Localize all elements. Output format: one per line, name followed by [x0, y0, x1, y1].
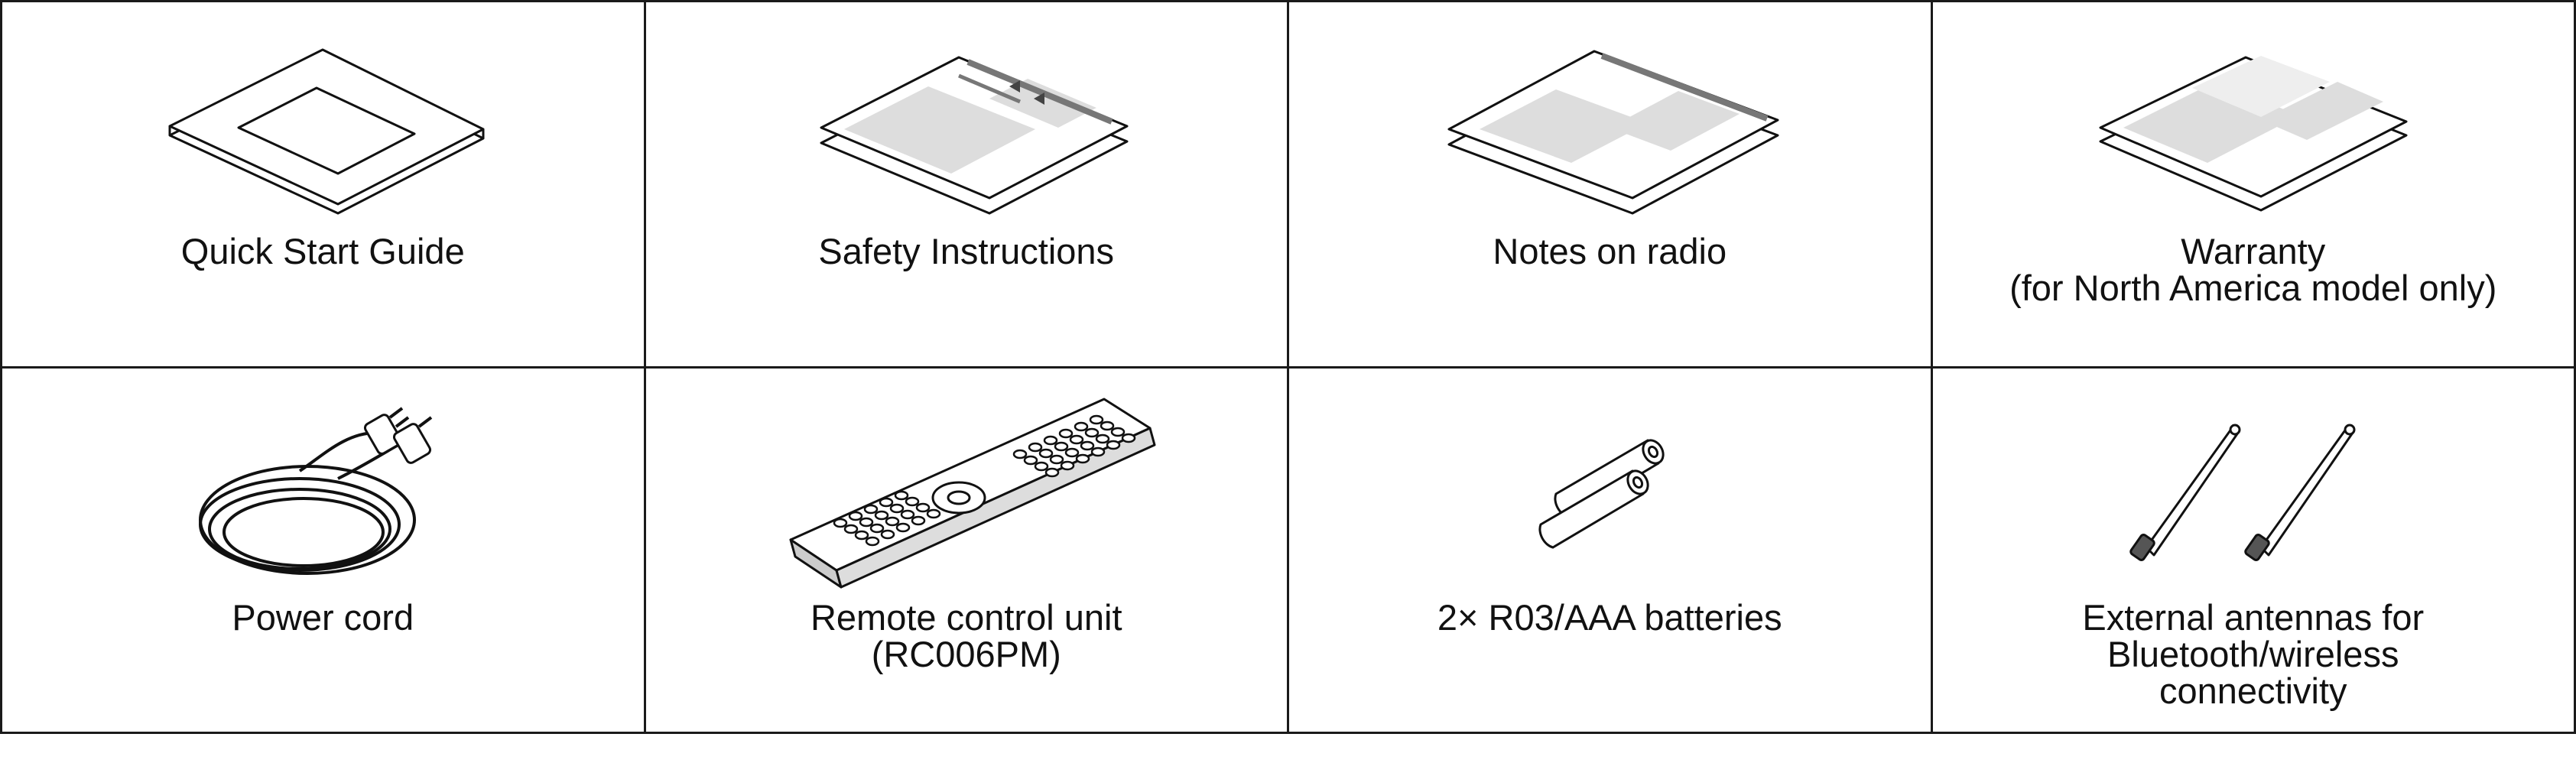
caption-line: Notes on radio	[1493, 231, 1727, 271]
remote-button	[1064, 447, 1079, 457]
remote-button	[1028, 442, 1042, 452]
caption-line: connectivity	[2159, 670, 2347, 711]
remote-button	[863, 504, 878, 514]
remote-button	[1054, 441, 1068, 451]
remote-button	[1075, 453, 1090, 463]
remote-button	[1089, 414, 1103, 424]
antennas-icon	[2129, 424, 2356, 561]
item-safety-instructions: Safety Instructions	[643, 0, 1289, 369]
quick-start-guide-icon	[168, 48, 485, 215]
remote-button	[1090, 446, 1105, 456]
remote-button	[1110, 427, 1125, 437]
item-warranty: Warranty (for North America model only)	[1930, 0, 2576, 369]
remote-button	[900, 509, 914, 519]
remote-button	[1034, 461, 1048, 471]
notes-on-radio-icon	[1447, 50, 1779, 215]
warranty-icon	[2099, 56, 2408, 212]
remote-button	[1038, 448, 1053, 458]
caption-warranty: Warranty (for North America model only)	[1933, 233, 2574, 307]
remote-button	[843, 524, 858, 534]
caption-batteries: 2× R03/AAA batteries	[1289, 599, 1931, 636]
item-notes-on-radio: Notes on radio	[1287, 0, 1933, 369]
remote-button	[889, 503, 904, 513]
caption-notes-on-radio: Notes on radio	[1289, 233, 1931, 270]
remote-button	[1012, 449, 1027, 459]
remote-button	[1049, 454, 1064, 464]
remote-button	[880, 529, 895, 539]
caption-line: (for North America model only)	[2009, 268, 2497, 308]
item-antennas: External antennas for Bluetooth/wireless…	[1930, 365, 2576, 734]
item-power-cord: Power cord	[0, 365, 646, 734]
remote-button	[1095, 433, 1109, 443]
batteries-icon	[1538, 438, 1665, 549]
remote-button	[879, 497, 893, 507]
caption-line: Power cord	[232, 596, 414, 638]
caption-quick-start-guide: Quick Start Guide	[2, 233, 644, 270]
item-quick-start-guide: Quick Start Guide	[0, 0, 646, 369]
caption-safety-instructions: Safety Instructions	[646, 233, 1288, 270]
remote-button	[915, 502, 930, 512]
remote-button	[1060, 460, 1074, 470]
remote-button	[1084, 427, 1099, 437]
caption-line: Safety Instructions	[818, 231, 1115, 271]
caption-line: 2× R03/AAA batteries	[1437, 596, 1782, 638]
remote-button	[911, 515, 925, 525]
remote-button	[854, 530, 869, 540]
caption-line: External antennas for	[2082, 596, 2425, 638]
caption-line: Warranty	[2181, 231, 2326, 271]
remote-button	[1069, 434, 1083, 444]
remote-button	[1023, 455, 1038, 465]
caption-line: (RC006PM)	[871, 633, 1061, 674]
remote-button	[1058, 428, 1073, 438]
item-batteries: 2× R03/AAA batteries	[1287, 365, 1933, 734]
remote-button	[885, 516, 899, 526]
remote-button	[833, 518, 847, 528]
remote-button	[1106, 440, 1120, 450]
accessories-table: Quick Start Guide	[0, 0, 2576, 734]
caption-remote-control: Remote control unit (RC006PM)	[646, 599, 1288, 673]
remote-button	[869, 523, 884, 533]
remote-button	[874, 510, 888, 520]
caption-antennas: External antennas for Bluetooth/wireless…	[1933, 599, 2574, 709]
remote-button	[1043, 435, 1057, 445]
remote-button	[1121, 433, 1135, 443]
remote-button	[1100, 420, 1114, 430]
item-remote-control: Remote control unit (RC006PM)	[643, 365, 1289, 734]
remote-button	[1074, 421, 1088, 431]
remote-button	[1080, 440, 1094, 450]
safety-instructions-icon	[820, 56, 1129, 215]
power-cord-icon	[199, 406, 433, 575]
caption-line: Quick Start Guide	[180, 231, 465, 271]
caption-line: Remote control unit	[810, 596, 1122, 638]
caption-power-cord: Power cord	[2, 599, 644, 636]
remote-button	[1044, 467, 1059, 477]
remote-button	[848, 511, 862, 521]
remote-button	[894, 490, 908, 500]
remote-button	[895, 522, 910, 532]
remote-button	[905, 496, 919, 506]
remote-control-icon	[789, 398, 1156, 588]
caption-line: Bluetooth/wireless	[2107, 633, 2399, 674]
remote-button	[859, 517, 873, 527]
remote-button	[926, 508, 940, 518]
remote-button	[865, 536, 879, 546]
